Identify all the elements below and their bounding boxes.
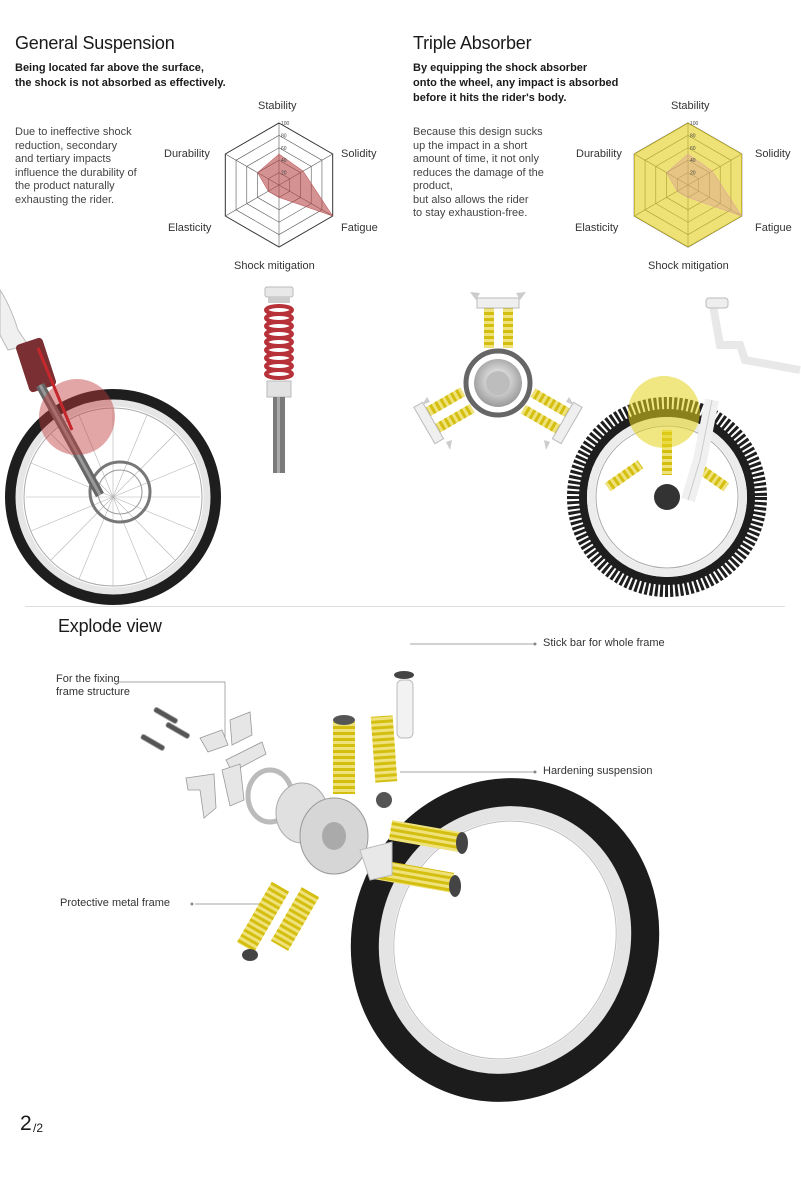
spring-top [476, 297, 520, 348]
triple-absorber-diagram [413, 292, 583, 450]
radar2-tick-label: 60 [690, 146, 696, 152]
left-tire [5, 389, 221, 605]
label-hardening-suspension: Hardening suspension [543, 765, 653, 777]
radar1-tick-label: 80 [281, 133, 287, 139]
general-suspension-body: Due to ineffective shock reduction, seco… [15, 126, 137, 206]
radar-chart-general: 20 40 60 80 100 [224, 121, 334, 248]
impact-zone-right [628, 376, 700, 448]
red-spring-shock [264, 286, 294, 473]
radar2-tick-label: 80 [690, 133, 696, 139]
triple-absorber-subtitle: By equipping the shock absorber onto the… [413, 62, 619, 104]
radar1-tick-label: 60 [281, 146, 287, 152]
radar2-axis-elasticity: Elasticity [575, 222, 619, 234]
triple-absorber-body: Because this design sucks up the impact … [413, 126, 544, 219]
radar2-tick-label: 40 [690, 158, 696, 164]
radar1-tick-label: 20 [281, 171, 287, 177]
radar2-series-0 [634, 122, 742, 248]
triple-absorber-bike-illustration [567, 297, 801, 597]
section-divider [25, 606, 785, 607]
radar-chart-triple: 20 40 60 80 100 [633, 121, 743, 248]
spring-right [520, 388, 583, 445]
label-stick-bar: Stick bar for whole frame [543, 637, 665, 649]
hub-assembly [245, 767, 393, 881]
radar1-axis-elasticity: Elasticity [168, 222, 212, 234]
exploded-tire [350, 778, 660, 1102]
triple-absorber-title: Triple Absorber [413, 33, 532, 53]
stick-bar-part [376, 671, 414, 808]
radar1-axis-fatigue: Fatigue [341, 222, 378, 234]
general-suspension-title: General Suspension [15, 33, 175, 53]
radar2-axis-shock-mitigation: Shock mitigation [648, 260, 729, 272]
radar1-axis-solidity: Solidity [341, 148, 377, 160]
radar2-axis-fatigue: Fatigue [755, 222, 792, 234]
explode-view-title: Explode view [58, 616, 162, 636]
radar2-tick-label: 20 [690, 171, 696, 177]
page-number-current: 2 [20, 1112, 32, 1135]
spring-left [413, 387, 475, 445]
radar1-series-0 [257, 153, 334, 217]
illustrations-top [0, 286, 801, 605]
radar1-axis-shock-mitigation: Shock mitigation [234, 260, 315, 272]
radar1-tick-label: 100 [281, 121, 290, 127]
leader-fixing [118, 681, 226, 740]
radar1-axis-stability: Stability [258, 100, 297, 112]
radar1-axis-durability: Durability [164, 148, 210, 160]
radar2-axis-durability: Durability [576, 148, 622, 160]
radar2-axis-stability: Stability [671, 100, 710, 112]
label-fixing-frame: For the fixing frame structure [56, 673, 130, 698]
radar2-axis-solidity: Solidity [755, 148, 791, 160]
label-protective-frame: Protective metal frame [60, 897, 171, 909]
page-number-total: /2 [33, 1121, 44, 1135]
hardening-springs [236, 715, 468, 961]
radar2-series-1 [666, 153, 743, 217]
general-suspension-subtitle: Being located far above the surface, the… [15, 62, 226, 89]
fixing-brackets [140, 707, 267, 819]
direction-arrows [422, 292, 574, 450]
conventional-bike-illustration [0, 289, 221, 605]
radar2-tick-label: 100 [690, 121, 699, 127]
radar1-tick-label: 40 [281, 158, 287, 164]
